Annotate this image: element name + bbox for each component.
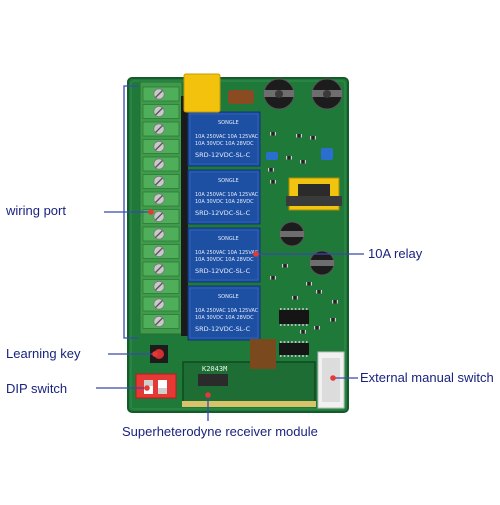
brown-resistor (228, 90, 254, 104)
terminal-screw (142, 226, 180, 242)
relay-rating-2: 10A 30VDC 10A 28VDC (195, 315, 254, 321)
relay-rating-1: 10A 250VAC 10A 125VAC (195, 134, 259, 140)
relay-model: SRD-12VDC-SL-C (195, 267, 251, 275)
relay-rating-1: 10A 250VAC 10A 125VAC (195, 308, 259, 314)
label-receiver-module: Superheterodyne receiver module (122, 424, 318, 439)
relay-brand: SONGLE (218, 294, 239, 300)
smd-components (268, 132, 338, 334)
module-marking: K2043M (202, 365, 227, 373)
pin-header-strip (181, 96, 188, 336)
terminal-screw (142, 261, 180, 277)
terminal-screw (142, 104, 180, 119)
relay-rating-2: 10A 30VDC 10A 28VDC (195, 257, 254, 263)
terminal-screw (142, 156, 180, 172)
pcb-edge-highlight (130, 80, 346, 410)
ic-chip-2 (279, 343, 309, 355)
yellow-capacitor (183, 73, 221, 113)
terminal-screw (142, 86, 180, 102)
terminal-screw (142, 174, 180, 189)
learning-key-button (150, 345, 168, 363)
label-dip-switch: DIP switch (6, 381, 68, 396)
callout-relay (253, 251, 364, 257)
terminal-screw (142, 279, 180, 294)
label-learning-key: Learning key (6, 346, 81, 361)
ic-chip-1 (279, 310, 309, 324)
terminal-screw (142, 191, 180, 207)
label-external-manual-switch: External manual switch (360, 370, 494, 385)
receiver-module (182, 339, 316, 407)
relay-model: SRD-12VDC-SL-C (195, 151, 251, 159)
relay-model: SRD-12VDC-SL-C (195, 325, 251, 333)
callout-learning-key (108, 351, 158, 357)
terminal-block (139, 81, 183, 335)
callout-external-switch (330, 375, 358, 381)
terminal-screw (142, 121, 180, 137)
dip-switch-component (135, 373, 177, 399)
terminal-screws (142, 86, 180, 329)
relay-rating-1: 10A 250VAC 10A 125VAC (195, 192, 259, 198)
blue-trimmer (266, 152, 278, 160)
external-switch-connector (317, 351, 345, 409)
callout-receiver (205, 392, 211, 421)
label-relay: 10A relay (368, 246, 423, 261)
relay-rating-1: 10A 250VAC 10A 125VAC (195, 250, 259, 256)
relay-rating-2: 10A 30VDC 10A 28VDC (195, 141, 254, 147)
relay-rating-2: 10A 30VDC 10A 28VDC (195, 199, 254, 205)
terminal-screw (142, 244, 180, 259)
callout-dip-switch (96, 385, 150, 391)
capacitor-top-right (311, 78, 343, 110)
relay-brand: SONGLE (218, 236, 239, 242)
relay-brand: SONGLE (218, 178, 239, 184)
label-wiring-port: wiring port (6, 203, 66, 218)
blue-capacitor (321, 148, 333, 160)
terminal-screw (142, 296, 180, 312)
ic-pins (280, 308, 308, 357)
terminal-screw (142, 139, 180, 154)
callout-wiring (104, 209, 154, 215)
relay-brand: SONGLE (218, 120, 239, 126)
capacitor-mid-right (309, 250, 335, 276)
transformer (286, 177, 342, 211)
relay-model: SRD-12VDC-SL-C (195, 209, 251, 217)
capacitor-mid-left (279, 221, 305, 247)
terminal-screw (142, 314, 180, 329)
capacitor-top-left (263, 78, 295, 110)
